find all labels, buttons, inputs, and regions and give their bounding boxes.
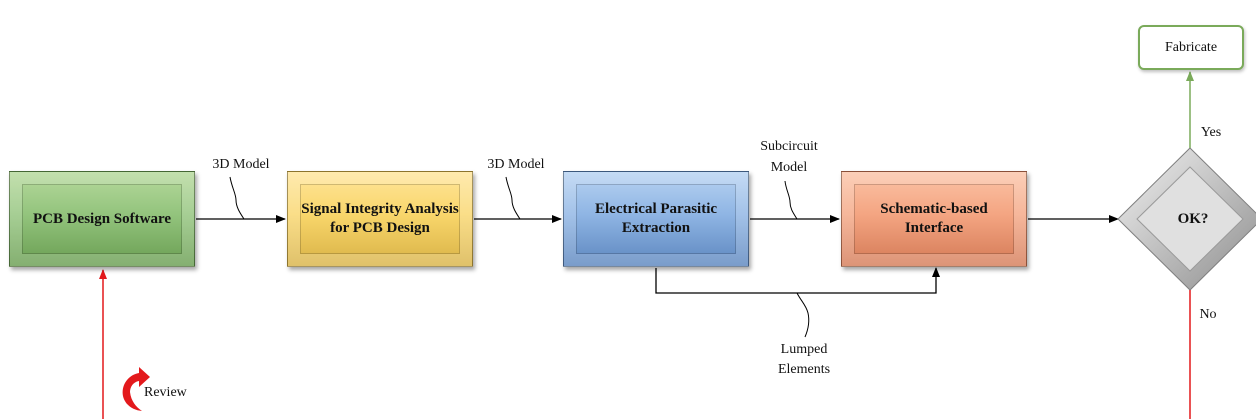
callout-leader-model-1 [229,176,245,220]
schematic-interface-box: Schematic-based Interface [841,171,1027,267]
decision-diamond [1117,147,1256,291]
arrow-lumped-elements [655,267,940,294]
curved-arrow-icon [122,367,150,411]
edge-label-lumped-line1: Lumped [780,342,828,357]
signal-integrity-box: Signal Integrity Analysis for PCB Design [287,171,473,267]
box-bevel [22,184,182,254]
decision-label: OK? [1177,211,1209,227]
box-bevel [300,184,460,254]
parasitic-extraction-label: Electrical Parasitic Extraction [594,201,718,236]
edge-label-yes: Yes [1200,125,1222,140]
pcb-design-software-label: PCB Design Software [32,210,172,227]
edge-label-no: No [1199,307,1217,322]
edge-label-3d-model-1: 3D Model [212,157,270,172]
edge-label-subcircuit-line2: Model [770,160,808,175]
edge-label-subcircuit-line1: Subcircuit [760,139,818,154]
callout-leader-model-2 [505,176,521,220]
box-bevel [576,184,736,254]
fabricate-terminal: Fabricate [1138,25,1244,70]
pcb-design-software-box: PCB Design Software [9,171,195,267]
signal-integrity-label: Signal Integrity Analysis for PCB Design [301,201,459,236]
callout-leader-lumped [796,292,810,338]
schematic-interface-label: Schematic-based Interface [880,201,988,236]
review-label: Review [144,385,187,400]
box-bevel [854,184,1014,254]
parasitic-extraction-box: Electrical Parasitic Extraction [563,171,749,267]
edge-label-3d-model-2: 3D Model [487,157,545,172]
callout-leader-subcircuit [784,180,798,220]
edge-label-lumped-line2: Elements [777,362,831,377]
